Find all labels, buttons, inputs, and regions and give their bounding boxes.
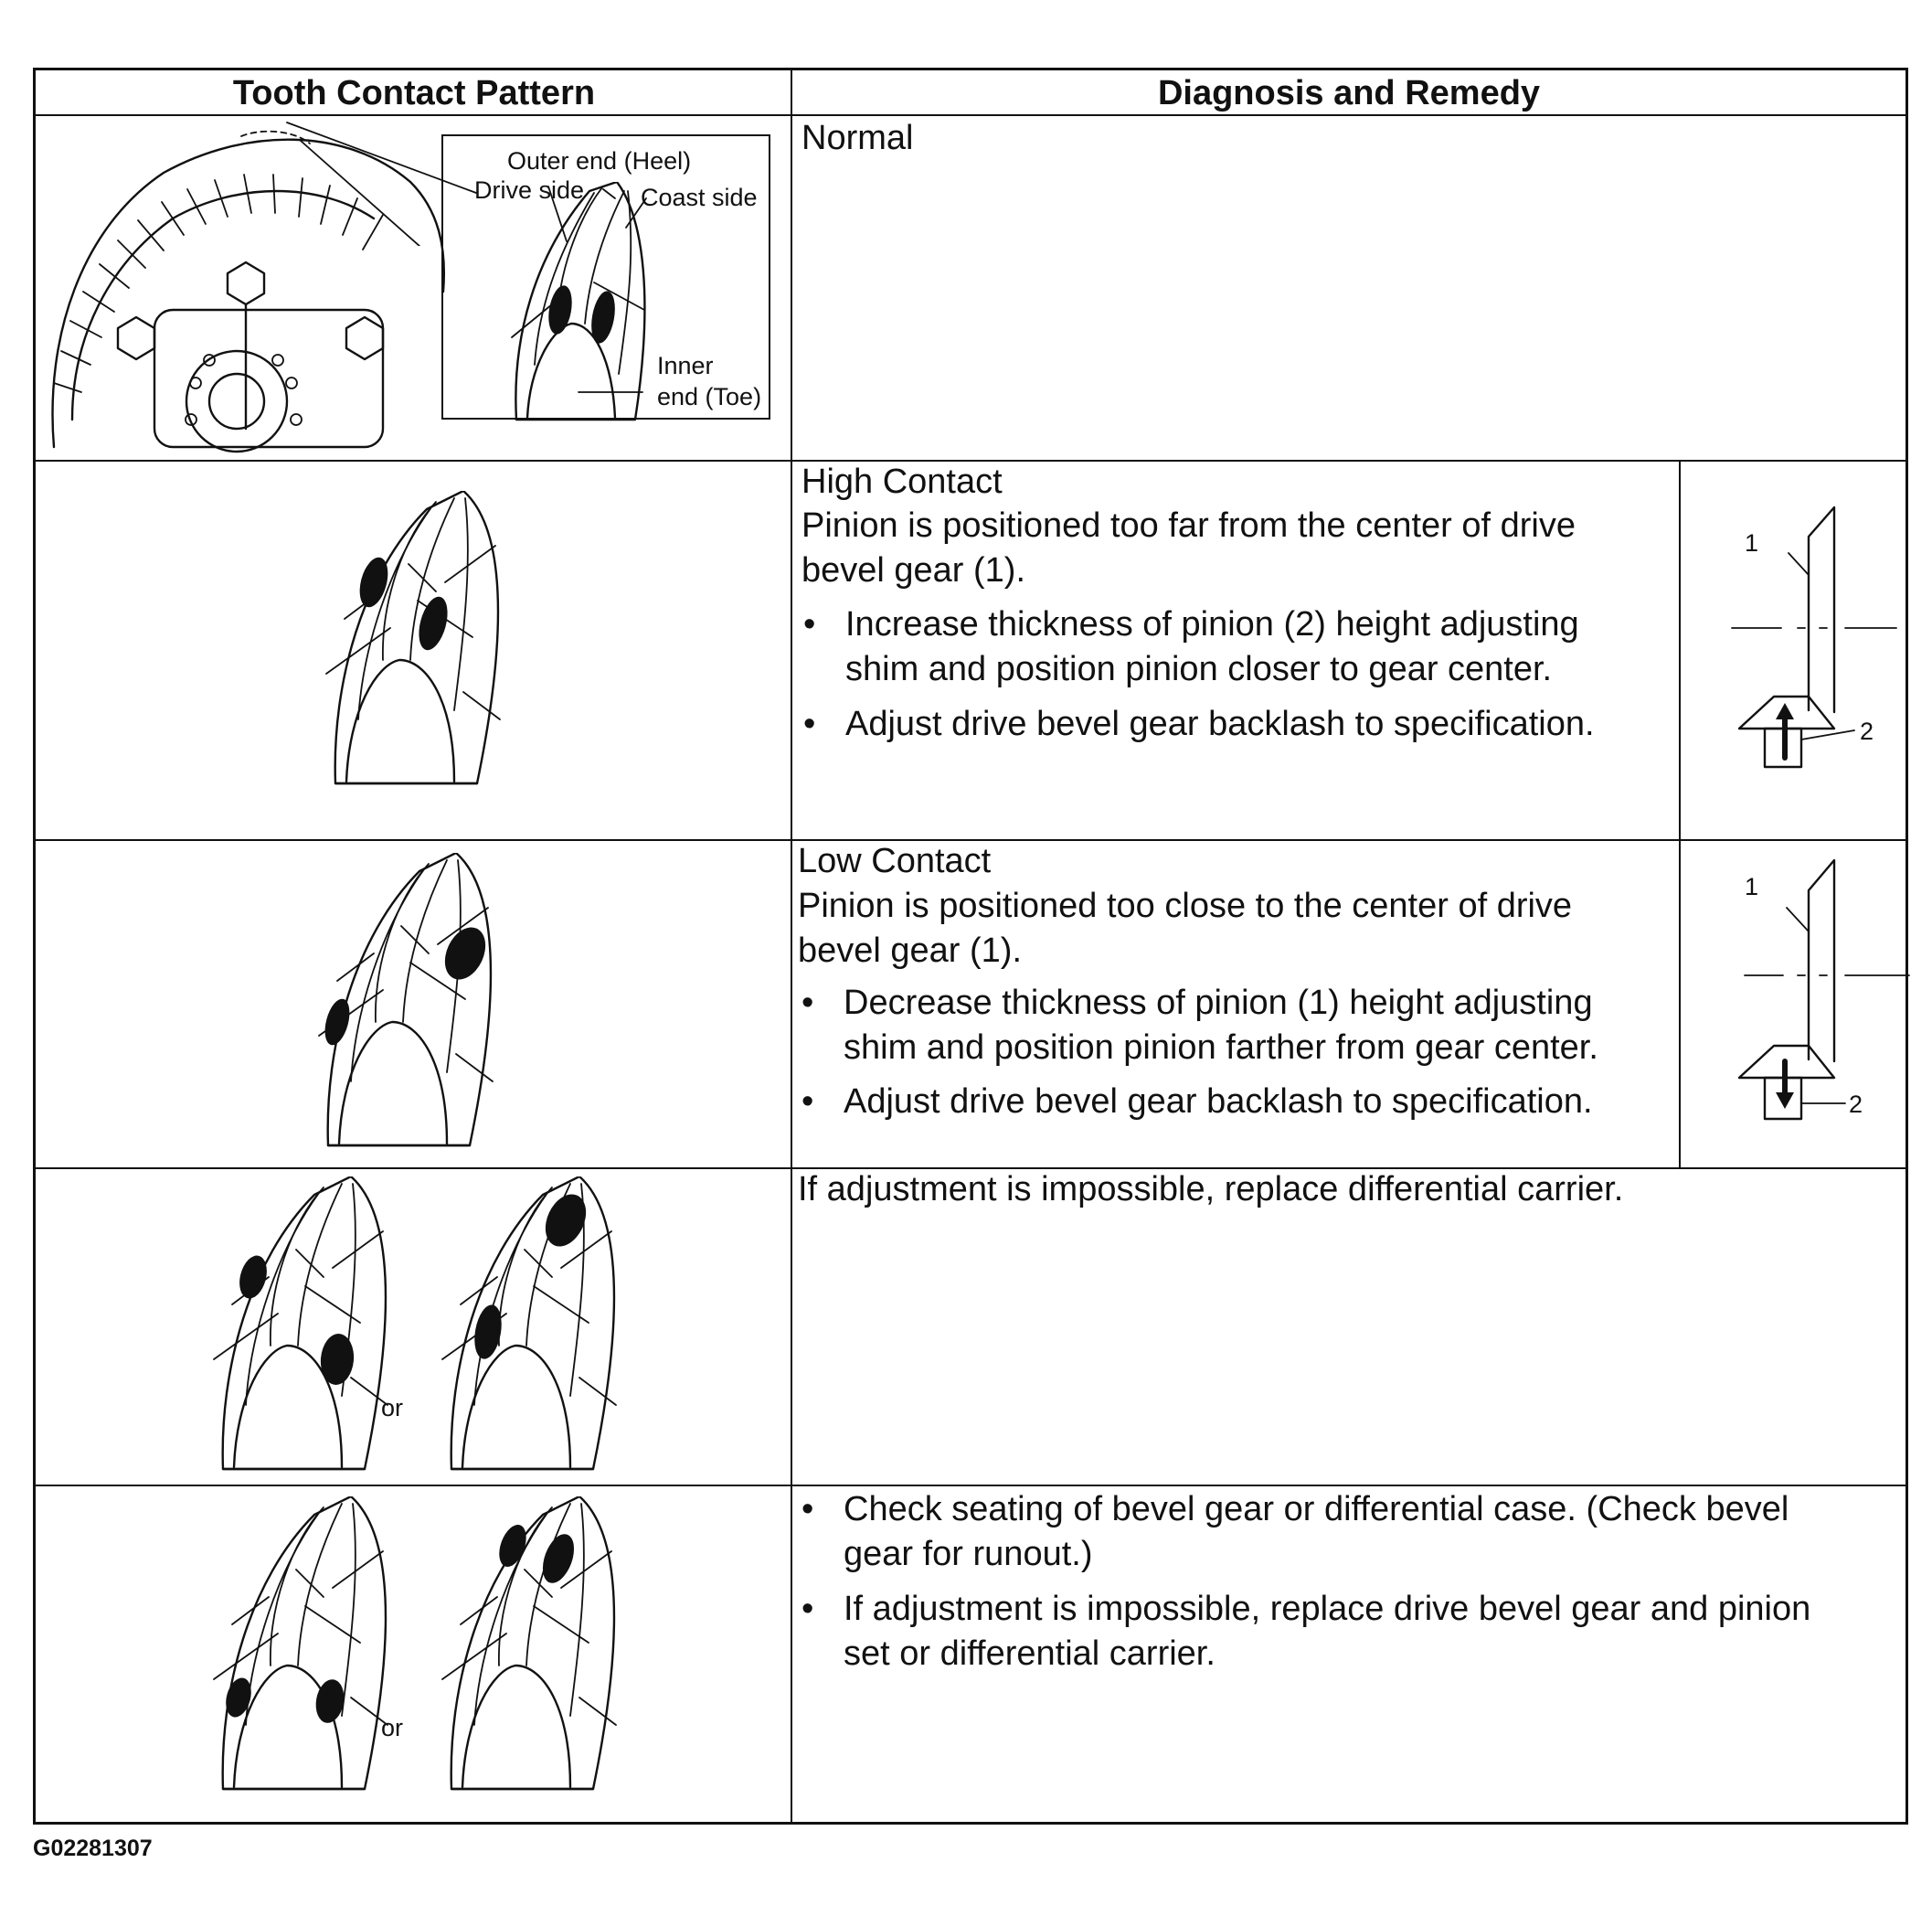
low-contact-bullet-2: • Adjust drive bevel gear backlash to sp…: [801, 1080, 1670, 1125]
callout-lines: [286, 122, 477, 246]
bullet-dot: •: [803, 605, 816, 644]
high-pinion-label-1: 1: [1745, 529, 1759, 557]
normal-title: Normal: [801, 119, 914, 157]
row5-bullet-1: • Check seating of bevel gear or differe…: [801, 1487, 1898, 1579]
label-drive-side: Drive side: [474, 176, 585, 204]
high-contact-bullet-1-line1: Increase thickness of pinion (2) height …: [845, 605, 1579, 644]
high-contact-tooth-diagram: [324, 491, 502, 785]
high-contact-bullet-1: • Increase thickness of pinion (2) heigh…: [803, 602, 1672, 694]
high-contact-pinion-diagram: [1731, 506, 1897, 769]
contact-pattern-table: Tooth Contact Pattern Diagnosis and Reme…: [33, 68, 1910, 1825]
high-contact-title: High Contact: [801, 463, 1003, 501]
row4-tooth-diagram-left: [212, 1176, 389, 1471]
low-contact-bullet-1-line1: Decrease thickness of pinion (1) height …: [844, 984, 1593, 1022]
header-divider: [36, 114, 1905, 116]
inset-leader-lines: [547, 186, 647, 393]
row5-bullet-1-line1: Check seating of bevel gear or different…: [844, 1490, 1789, 1528]
row5-tooth-diagram-right: [441, 1496, 618, 1791]
differential-gear-illustration: [51, 130, 446, 453]
header-tooth-contact-pattern: Tooth Contact Pattern: [232, 74, 596, 112]
sub-column-divider: [1679, 460, 1681, 1167]
low-contact-line2: bevel gear (1).: [798, 931, 1023, 970]
bullet-dot: •: [801, 1590, 814, 1628]
normal-tooth-diagram: [511, 182, 646, 421]
low-contact-pinion-diagram: [1737, 858, 1910, 1121]
row-divider-3: [36, 1167, 1905, 1169]
high-contact-bullet-2: • Adjust drive bevel gear backlash to sp…: [803, 702, 1672, 748]
row4-text: If adjustment is impossible, replace dif…: [798, 1170, 1624, 1208]
row5-bullet-1-line2: gear for runout.): [844, 1535, 1093, 1573]
header-diagnosis-and-remedy: Diagnosis and Remedy: [1157, 74, 1541, 112]
low-contact-bullet-1: • Decrease thickness of pinion (1) heigh…: [801, 981, 1670, 1072]
row-divider-4: [36, 1485, 1905, 1486]
bullet-dot: •: [801, 1082, 814, 1121]
row-divider-2: [36, 839, 1905, 841]
high-contact-bullet-2-text: Adjust drive bevel gear backlash to spec…: [845, 705, 1595, 743]
high-pinion-label-2: 2: [1860, 718, 1874, 745]
low-contact-title: Low Contact: [798, 842, 992, 880]
label-inner: Inner: [657, 352, 714, 379]
low-pinion-label-2: 2: [1849, 1091, 1863, 1118]
row-divider-1: [36, 460, 1905, 462]
high-contact-line1: Pinion is positioned too far from the ce…: [801, 506, 1576, 545]
row5-or-label: or: [381, 1714, 404, 1741]
label-end-toe: end (Toe): [657, 383, 762, 410]
low-contact-tooth-diagram: [317, 853, 494, 1147]
row4-or-label: or: [381, 1394, 404, 1421]
low-contact-bullet-1-line2: shim and position pinion farther from ge…: [844, 1028, 1598, 1067]
label-outer-end-heel: Outer end (Heel): [507, 147, 692, 175]
low-pinion-label-1: 1: [1745, 873, 1759, 900]
label-coast-side: Coast side: [641, 184, 758, 211]
bullet-dot: •: [803, 705, 816, 743]
figure-code: G02281307: [33, 1836, 153, 1861]
row5-tooth-diagram-left: [212, 1496, 389, 1791]
bullet-dot: •: [801, 984, 814, 1022]
high-contact-bullet-1-line2: shim and position pinion closer to gear …: [845, 650, 1553, 688]
bullet-dot: •: [801, 1490, 814, 1528]
row4-tooth-diagram-right: [441, 1176, 618, 1471]
row5-bullet-2-line1: If adjustment is impossible, replace dri…: [844, 1590, 1811, 1628]
low-contact-line1: Pinion is positioned too close to the ce…: [798, 887, 1573, 925]
row5-bullet-2-line2: set or differential carrier.: [844, 1634, 1215, 1673]
tooth-detail-inset: Outer end (Heel) Drive side Coast side I…: [441, 134, 770, 421]
high-contact-line2: bevel gear (1).: [801, 551, 1026, 590]
low-contact-bullet-2-text: Adjust drive bevel gear backlash to spec…: [844, 1082, 1593, 1121]
row5-bullet-2: • If adjustment is impossible, replace d…: [801, 1587, 1898, 1678]
column-divider: [791, 70, 792, 1822]
